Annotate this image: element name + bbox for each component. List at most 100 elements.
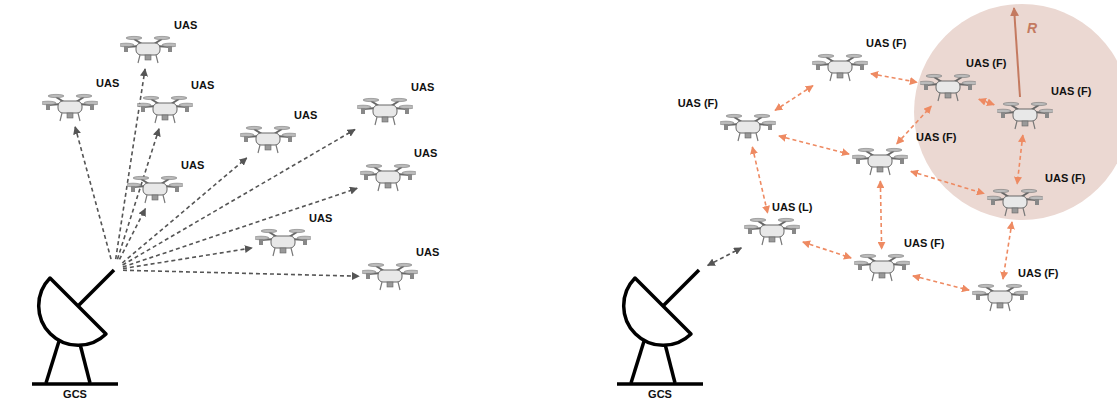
uas-drone: UAS (L) [744,216,800,248]
drone-picture [118,36,178,63]
drone-icon [240,124,296,156]
drone-icon [997,100,1053,132]
uas-label: UAS (F) [916,131,956,144]
mesh-link [913,276,969,290]
drone-picture [360,263,420,290]
station-label: GCS [63,388,87,401]
uas-drone: UAS [357,96,413,128]
radio-link [708,248,742,266]
uas-label: UAS (F) [678,97,718,110]
radius-label: R [1027,20,1037,36]
radio-link [119,209,145,260]
uas-label: UAS [309,212,332,225]
mesh-link [779,136,849,154]
uas-drone: UAS (F) [920,72,976,104]
uas-drone: UAS (F) [997,100,1053,132]
drone-icon [812,52,868,84]
uas-label: UAS [416,246,439,259]
drone-picture [135,96,195,123]
drone-icon [120,34,176,66]
uas-label: UAS (F) [1051,85,1091,98]
drone-picture [742,218,802,245]
radio-link [123,248,252,269]
mesh-link [979,99,994,105]
dish-antenna-icon [30,262,120,387]
uas-drone: UAS [360,162,416,194]
uas-drone: UAS (F) [854,252,910,284]
drone-picture [238,126,298,153]
uas-label: UAS [191,79,214,92]
drone-picture [358,164,418,191]
drone-picture [355,98,415,125]
drone-icon [852,146,908,178]
ground-station: GCS [615,262,705,387]
mesh-link [880,181,881,249]
uas-drone: UAS [127,174,183,206]
drone-picture [852,254,912,281]
drone-picture [985,189,1045,216]
radio-link [122,158,246,263]
uas-label: UAS [294,109,317,122]
uas-label: UAS [96,77,119,90]
drone-picture [718,114,778,141]
dish-antenna-icon [615,262,705,387]
uas-drone: UAS (F) [852,146,908,178]
drone-icon [127,174,183,206]
uas-label: UAS [181,159,204,172]
drone-picture [253,229,313,256]
radio-link [116,69,145,259]
uas-drone: UAS (F) [812,52,868,84]
uas-drone: UAS (F) [972,282,1028,314]
ground-station: GCS [30,262,120,387]
uas-drone: UAS [120,34,176,66]
drone-icon [42,92,98,124]
uas-drone: UAS [137,94,193,126]
mesh-link [911,171,984,193]
drone-icon [744,216,800,248]
mesh-link [871,74,917,83]
uas-label: UAS [414,147,437,160]
radius-line [1014,8,1020,97]
mesh-link [803,242,851,258]
drone-icon [360,162,416,194]
uas-drone: UAS [240,124,296,156]
uas-drone: UAS (F) [987,187,1043,219]
drone-picture [970,284,1030,311]
range-circle [914,4,1117,220]
mesh-link [1017,135,1023,184]
uas-label: UAS (F) [1018,267,1058,280]
uas-label: UAS [174,19,197,32]
radio-link [123,270,359,276]
drone-icon [255,227,311,259]
uas-drone: UAS [362,261,418,293]
uas-label: UAS (F) [966,57,1006,70]
radio-link [75,127,111,259]
drone-picture [125,176,185,203]
radio-link [123,130,355,265]
drone-picture [40,94,100,121]
mesh-link [775,86,813,111]
drone-picture [995,102,1055,129]
uas-drone: UAS [255,227,311,259]
uas-drone: UAS [42,92,98,124]
mesh-link [752,147,767,213]
uas-label: UAS (F) [904,237,944,250]
uas-label: UAS (L) [772,201,812,214]
drone-icon [720,112,776,144]
uas-label: UAS (F) [1045,172,1085,185]
drone-icon [972,282,1028,314]
drone-icon [362,261,418,293]
drone-icon [920,72,976,104]
dish-antenna [617,270,703,384]
drone-picture [918,74,978,101]
drone-icon [987,187,1043,219]
drone-picture [810,54,870,81]
uas-drone: UAS (F) [720,112,776,144]
drone-icon [357,96,413,128]
station-label: GCS [648,388,672,401]
uas-label: UAS (F) [866,37,906,50]
